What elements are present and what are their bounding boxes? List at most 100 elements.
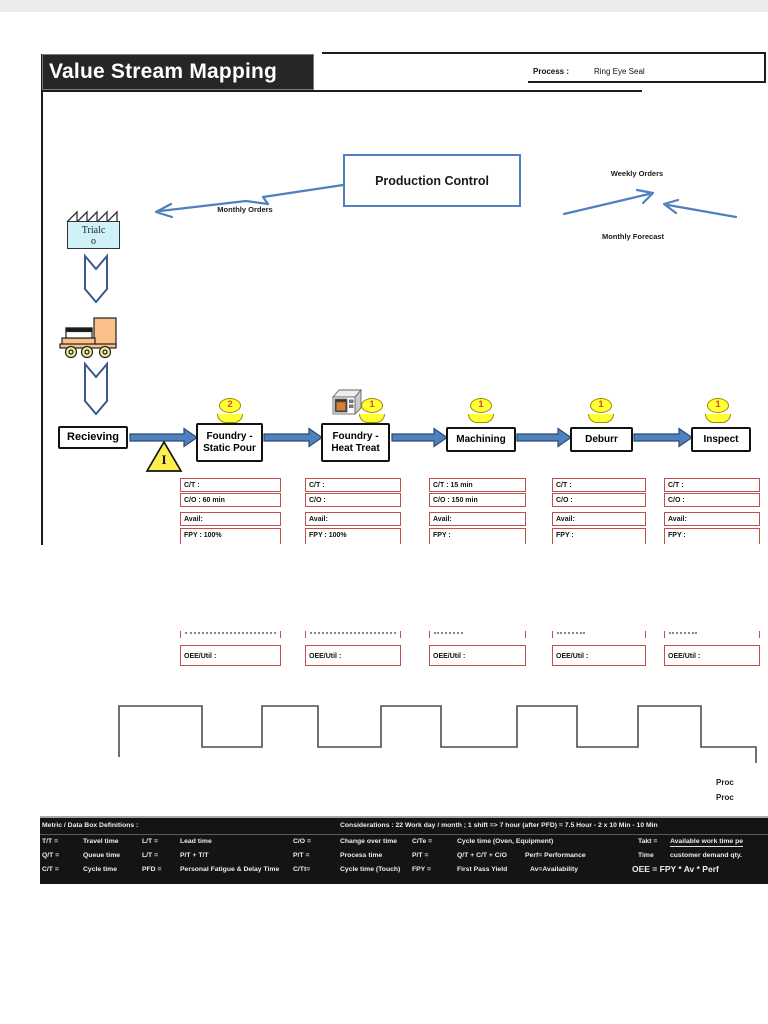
clipped-data-row bbox=[664, 631, 760, 638]
data-box-row: C/O : 60 min bbox=[180, 493, 281, 507]
oee-row: OEE/Util : bbox=[180, 645, 281, 666]
oee-row: OEE/Util : bbox=[552, 645, 646, 666]
top-strip bbox=[0, 0, 768, 12]
data-box-row: FPY : 100% bbox=[180, 528, 281, 544]
data-box-row: FPY : bbox=[552, 528, 646, 544]
oee-row: OEE/Util : bbox=[305, 645, 401, 666]
def-term: L/T = bbox=[142, 852, 159, 859]
header-right-line bbox=[764, 52, 766, 83]
process-name: Inspect bbox=[703, 433, 739, 445]
def-term: T/T = bbox=[42, 838, 59, 845]
def-term: C/Tt= bbox=[293, 866, 311, 873]
process-name: Static Pour bbox=[203, 442, 256, 454]
data-box-row: C/T : bbox=[305, 478, 401, 492]
data-box-row: FPY : bbox=[664, 528, 760, 544]
truck-icon bbox=[59, 317, 117, 359]
data-box-row: FPY : 100% bbox=[305, 528, 401, 544]
def-definition: Available work time pe bbox=[670, 838, 744, 847]
def-definition: Cycle time (Oven, Equipment) bbox=[457, 838, 554, 845]
page-title: Value Stream Mapping bbox=[42, 54, 314, 90]
receiving-box: Recieving bbox=[58, 426, 128, 449]
def-definition: Lead time bbox=[180, 838, 212, 845]
def-term: C/T = bbox=[42, 866, 59, 873]
weekly-orders-arrow bbox=[562, 188, 655, 216]
supplier-name-line1: Trialc bbox=[81, 225, 106, 236]
operator-icon bbox=[705, 414, 731, 423]
clipped-label: Proc bbox=[716, 793, 734, 802]
def-term: P/T = bbox=[293, 852, 310, 859]
chevron-down-arrow-icon bbox=[84, 361, 108, 416]
monthly-forecast-label: Monthly Forecast bbox=[601, 232, 665, 241]
receiving-label: Recieving bbox=[67, 430, 119, 443]
weekly-orders-label: Weekly Orders bbox=[610, 169, 664, 178]
data-box-row: C/T : bbox=[180, 478, 281, 492]
data-box-row: C/O : bbox=[305, 493, 401, 507]
def-term: Q/T = bbox=[42, 852, 60, 859]
supplier-box: Trialc o bbox=[67, 221, 120, 249]
def-definition: Process time bbox=[340, 852, 383, 859]
def-term: Takt = bbox=[638, 838, 658, 845]
data-box-row: C/O : bbox=[664, 493, 760, 507]
process-box-foundry-static-pour: Foundry - Static Pour bbox=[196, 423, 263, 462]
supplier-name-line2: o bbox=[91, 236, 96, 247]
def-term: PFD = bbox=[142, 866, 162, 873]
def-term: P/T = bbox=[412, 852, 429, 859]
bar-separator bbox=[40, 834, 768, 835]
operator-count-badge: 1 bbox=[707, 398, 729, 413]
def-term: L/T = bbox=[142, 838, 159, 845]
inventory-symbol: I bbox=[161, 452, 167, 467]
def-term: Time bbox=[638, 852, 654, 859]
operator-count-badge: 2 bbox=[219, 398, 241, 413]
data-box-row: C/T : bbox=[664, 478, 760, 492]
def-definition: P/T + T/T bbox=[180, 852, 209, 859]
definitions-title: Metric / Data Box Definitions : bbox=[42, 822, 139, 829]
process-name: Heat Treat bbox=[331, 442, 380, 454]
process-name: Machining bbox=[456, 433, 506, 445]
data-box-row: C/O : 150 min bbox=[429, 493, 526, 507]
def-definition: First Pass Yield bbox=[457, 866, 508, 873]
clipped-data-row bbox=[429, 631, 526, 638]
clipped-label: Proc bbox=[716, 778, 734, 787]
def-term: C/O = bbox=[293, 838, 311, 845]
oven-icon bbox=[332, 388, 362, 416]
page-left-border bbox=[41, 54, 43, 545]
data-box-row: C/T : 15 min bbox=[429, 478, 526, 492]
data-box-row: Avail: bbox=[664, 512, 760, 526]
process-field-underline bbox=[528, 81, 766, 83]
process-name: Deburr bbox=[585, 433, 618, 445]
process-box-foundry-heat-treat: Foundry - Heat Treat bbox=[321, 423, 390, 462]
process-field-label: Process : bbox=[533, 67, 570, 76]
process-field-value: Ring Eye Seal bbox=[594, 67, 645, 76]
def-definition: Perf= Performance bbox=[525, 852, 586, 859]
process-name: Foundry - bbox=[206, 431, 253, 442]
operator-icon bbox=[588, 414, 614, 423]
considerations-text: Considerations : 22 Work day / month ; 1… bbox=[340, 822, 658, 829]
def-definition: Queue time bbox=[83, 852, 121, 859]
def-definition: Cycle time bbox=[83, 866, 118, 873]
def-definition: customer demand qty. bbox=[670, 852, 743, 859]
operator-count-badge: 1 bbox=[470, 398, 492, 413]
clipped-data-row bbox=[305, 631, 401, 638]
def-definition: Change over time bbox=[340, 838, 398, 845]
operator-icon bbox=[217, 414, 243, 423]
data-box-row: FPY : bbox=[429, 528, 526, 544]
definitions-bar: Metric / Data Box Definitions : Consider… bbox=[40, 816, 768, 884]
clipped-data-row bbox=[180, 631, 281, 638]
title-underline bbox=[42, 90, 642, 92]
data-box-row: C/T : bbox=[552, 478, 646, 492]
data-box-row: Avail: bbox=[552, 512, 646, 526]
process-box-machining: Machining bbox=[446, 427, 516, 452]
def-definition: Cycle time (Touch) bbox=[340, 866, 401, 873]
data-box-row: Avail: bbox=[429, 512, 526, 526]
oee-formula: OEE = FPY * Av * Perf bbox=[632, 864, 719, 874]
data-box-row: C/O : bbox=[552, 493, 646, 507]
oee-row: OEE/Util : bbox=[429, 645, 526, 666]
operator-count-badge: 1 bbox=[361, 398, 383, 413]
header-top-line bbox=[322, 52, 766, 54]
def-definition: Q/T + C/T + C/O bbox=[457, 852, 507, 859]
data-box-row: Avail: bbox=[180, 512, 281, 526]
process-box-inspect: Inspect bbox=[691, 427, 751, 452]
production-control-box: Production Control bbox=[343, 154, 521, 207]
def-term: C/Te = bbox=[412, 838, 433, 845]
